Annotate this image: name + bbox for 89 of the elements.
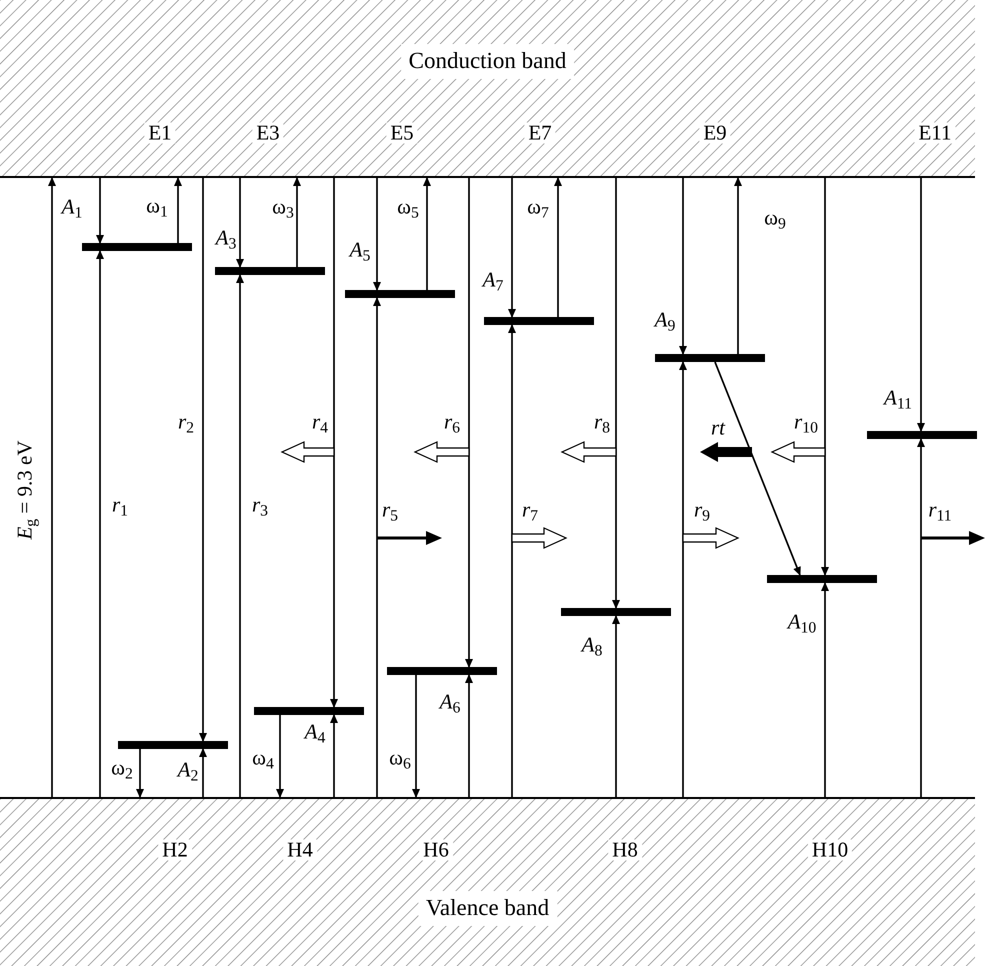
edge-label: A$_{11}$ (884, 388, 912, 408)
energy-level-bar (561, 608, 671, 616)
edge-label: A$_{9}$ (654, 310, 676, 330)
rate-label: r$_{2}$ (178, 412, 194, 432)
edge-label: ω$_{4}$ (252, 748, 274, 768)
energy-level-bar (82, 243, 192, 251)
rate-label: r$_{6}$ (444, 412, 460, 432)
transition-line (508, 178, 516, 318)
transition-line (465, 674, 473, 797)
rate-label: r$_{5}$ (382, 500, 398, 520)
transition-line (714, 362, 801, 576)
transition-line (412, 675, 420, 798)
energy-level-bar (345, 290, 455, 298)
transition-line (48, 177, 56, 797)
rate-label: r$_{3}$ (252, 494, 268, 516)
transition-line (612, 615, 620, 797)
transition-line (373, 297, 381, 797)
edge-label: ω$_{6}$ (389, 748, 411, 768)
transition-line (423, 177, 431, 290)
transition-line (465, 178, 473, 668)
transition-line (330, 714, 338, 797)
edge-label: A$_{10}$ (788, 612, 816, 632)
energy-level-bar (484, 317, 594, 325)
transition-line (612, 178, 620, 609)
transition-line (174, 177, 182, 243)
rate-label: r$_{9}$ (694, 500, 710, 520)
conduction-band (0, 0, 975, 178)
energy-level-bar (387, 667, 497, 675)
energy-level-bar (254, 707, 364, 715)
state-label: E11 (914, 122, 956, 144)
transition-line (330, 178, 338, 708)
transition-line (199, 178, 207, 742)
band-label: Valence band (418, 891, 558, 926)
transition-line (508, 324, 516, 797)
transition-line (96, 178, 104, 244)
transition-line (236, 178, 244, 268)
state-label: H4 (283, 840, 317, 860)
energy-level-bar (215, 267, 325, 275)
edge-label: ω$_{7}$ (527, 196, 549, 218)
state-label: E7 (524, 122, 556, 144)
state-label: E1 (144, 122, 176, 144)
valence-band (0, 797, 975, 966)
edge-label: A$_{1}$ (62, 196, 82, 218)
state-label: H6 (419, 840, 453, 860)
edge-label: ω$_{3}$ (272, 196, 294, 218)
transition-line (679, 361, 687, 797)
transition-line (679, 178, 687, 355)
transition-line (554, 177, 562, 317)
rate-label: r$_{7}$ (522, 500, 538, 520)
state-label: H10 (808, 840, 852, 860)
state-label: E9 (699, 122, 731, 144)
rate-label: r$_{4}$ (312, 412, 328, 432)
edge-label: A$_{8}$ (582, 634, 602, 656)
edge-label: A$_{2}$ (178, 760, 198, 780)
rate-label: rt (711, 418, 725, 438)
edge-label: A$_{6}$ (440, 692, 460, 712)
state-label: E5 (386, 122, 418, 144)
edge-label: A$_{4}$ (304, 722, 326, 742)
transition-line (136, 749, 144, 798)
transition-line (917, 178, 925, 432)
edge-label: ω$_{9}$ (764, 208, 786, 228)
band-label: Conduction band (400, 44, 574, 78)
rate-label: r$_{1}$ (112, 494, 128, 516)
transition-line (917, 438, 925, 797)
state-label: E3 (252, 122, 284, 144)
edge-label: ω$_{2}$ (111, 758, 133, 778)
transition-line (734, 177, 742, 354)
transition-line (293, 177, 301, 267)
energy-level-bar (767, 575, 877, 583)
rate-label: r$_{11}$ (928, 500, 952, 520)
state-label: H8 (608, 840, 642, 860)
rate-label: r$_{10}$ (794, 412, 818, 432)
state-label: H2 (158, 840, 192, 860)
energy-level-bar (655, 354, 765, 362)
edge-label: A$_{3}$ (216, 228, 236, 248)
edge-label: ω$_{1}$ (146, 196, 168, 216)
transition-line (821, 582, 829, 797)
transition-line (821, 178, 829, 576)
transition-line (96, 250, 104, 797)
transition-line (276, 715, 284, 798)
energy-level-bar (867, 431, 977, 439)
edge-label: A$_{7}$ (482, 270, 504, 290)
transition-line (199, 748, 207, 797)
transition-line (373, 178, 381, 291)
edge-label: A$_{5}$ (350, 240, 370, 260)
energy-level-bar (118, 741, 228, 749)
transition-line (236, 274, 244, 797)
rate-label: r$_{8}$ (594, 412, 610, 432)
edge-label: ω$_{5}$ (397, 196, 419, 218)
